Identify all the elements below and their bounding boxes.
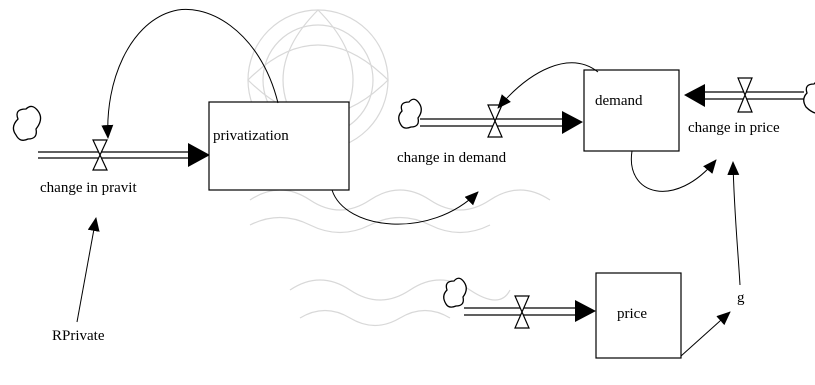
valve-pravit bbox=[92, 139, 108, 171]
stock-label-price: price bbox=[617, 306, 647, 322]
valve-price-inflow bbox=[514, 295, 530, 329]
cloud-source-demand bbox=[398, 98, 422, 129]
flow-pipe-price bbox=[464, 300, 596, 322]
valve-price-change bbox=[737, 77, 753, 113]
link-demand-to-demand-flow bbox=[497, 62, 599, 109]
link-price-to-g bbox=[680, 311, 731, 357]
stock-label-demand: demand bbox=[595, 93, 643, 109]
link-privatization-to-pravit bbox=[101, 8, 279, 139]
stock-price bbox=[595, 272, 682, 359]
stock-demand bbox=[583, 69, 680, 152]
link-g-to-price-change bbox=[727, 161, 741, 286]
valve-demand bbox=[487, 104, 503, 138]
flow-pipe-demand bbox=[420, 111, 583, 134]
variable-rprivate: RPrivate bbox=[52, 328, 105, 344]
flow-label-demand: change in demand bbox=[397, 150, 507, 166]
flow-label-pravit: change in pravit bbox=[40, 180, 137, 196]
variable-g: g bbox=[737, 290, 745, 306]
flow-pipe-price-change bbox=[684, 84, 804, 107]
flow-pipe-pravit bbox=[38, 143, 210, 167]
stock-label-privatization: privatization bbox=[213, 128, 289, 144]
cloud-source-pravit bbox=[12, 105, 42, 141]
link-demand-to-price-change bbox=[630, 150, 717, 192]
link-privatization-to-demand-flow bbox=[331, 189, 479, 225]
cloud-sink-price bbox=[803, 82, 815, 114]
watermark-arabic-text bbox=[249, 189, 551, 327]
flow-label-price-change: change in price bbox=[688, 120, 780, 136]
stock-privatization bbox=[208, 101, 350, 191]
cloud-source-price bbox=[443, 277, 467, 308]
link-rprivate-to-pravit bbox=[76, 217, 100, 323]
